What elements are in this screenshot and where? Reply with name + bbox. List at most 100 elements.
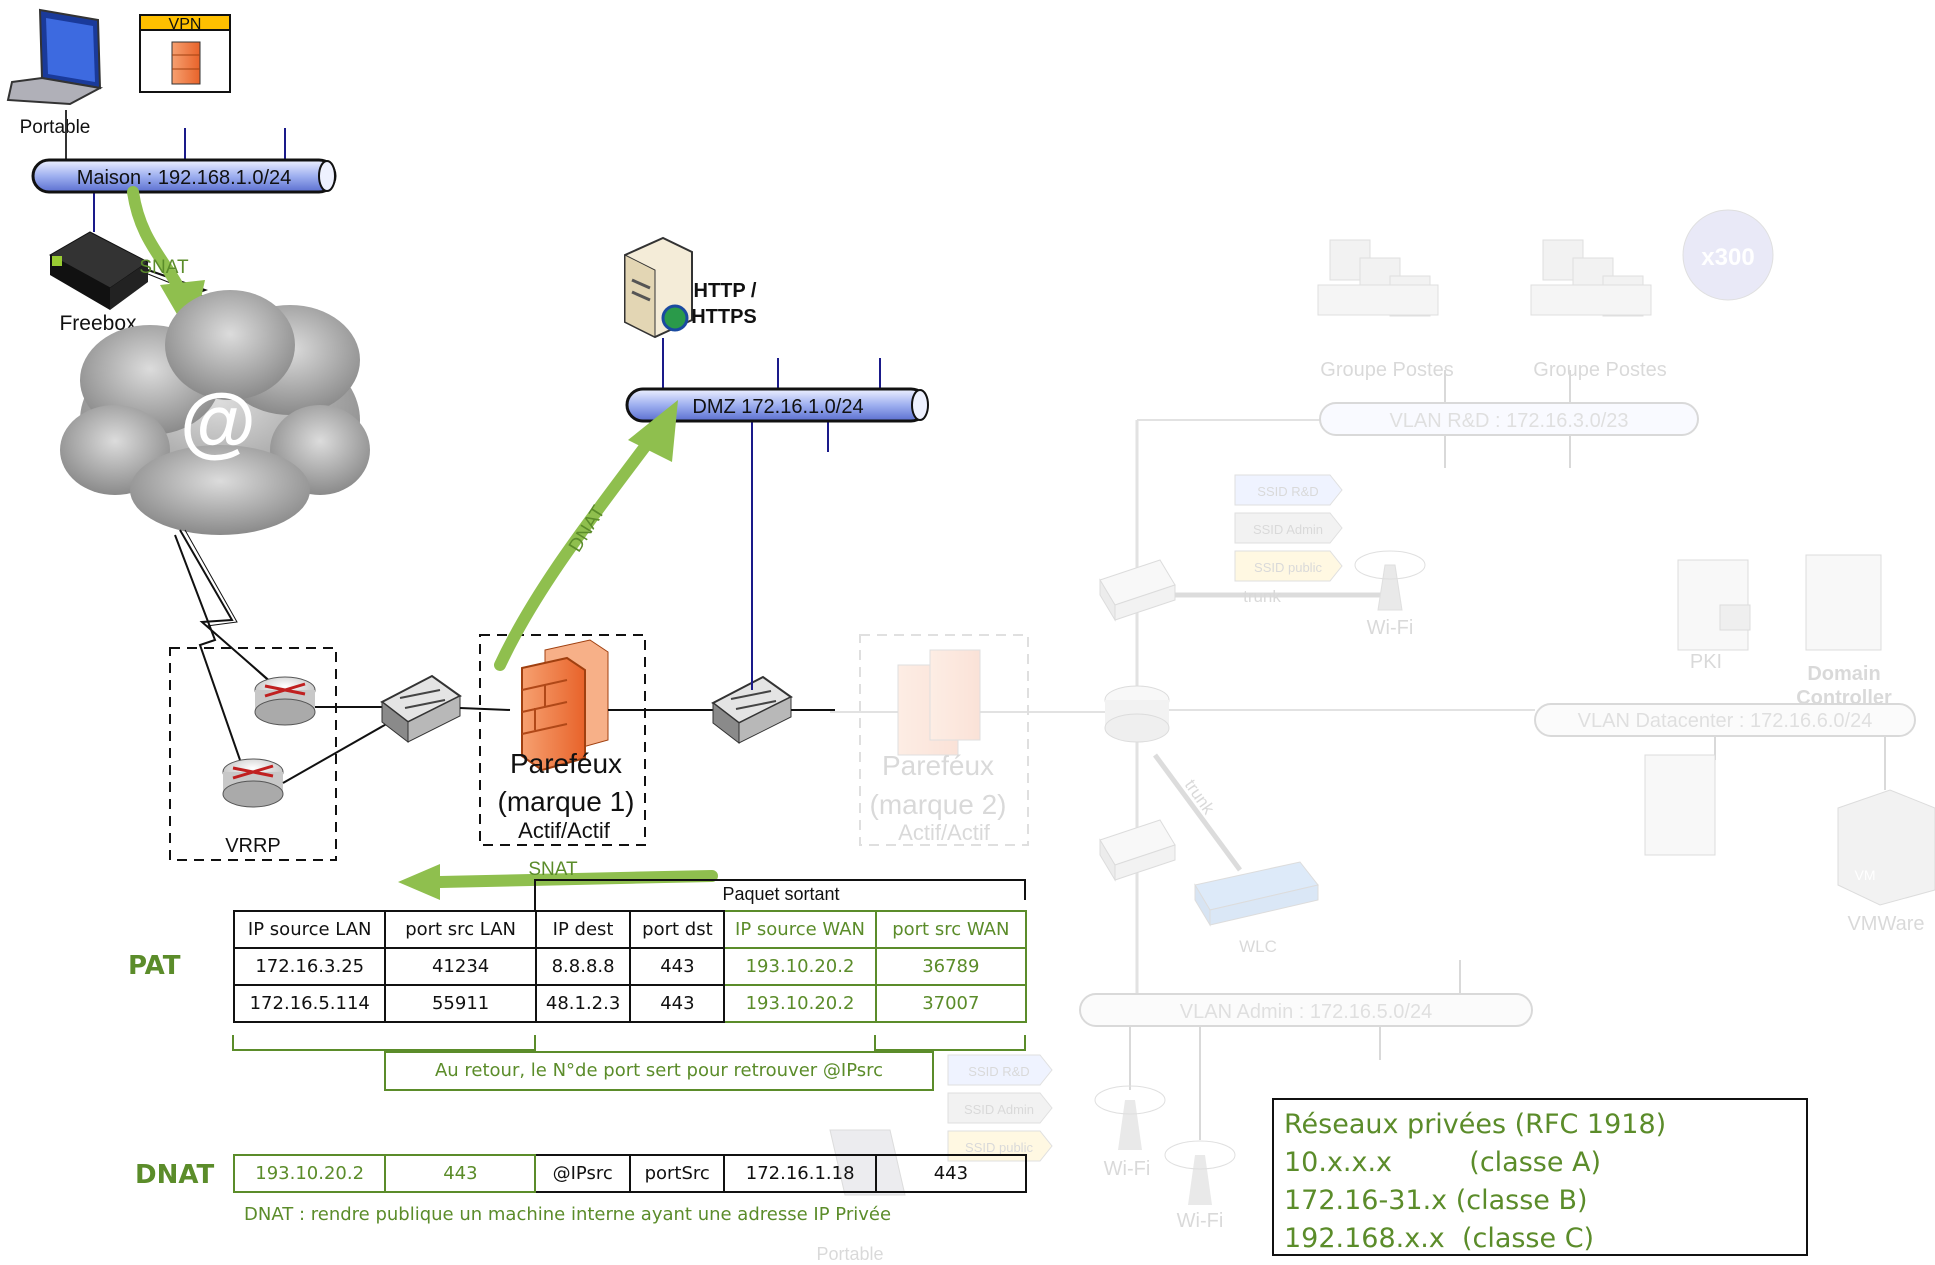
dmz-network-label: DMZ 172.16.1.0/24 — [692, 396, 863, 418]
dnat-cell: 443 — [384, 1154, 537, 1193]
pat-header-cell: port dst — [629, 910, 726, 949]
vm-label: VM — [1855, 867, 1876, 883]
pat-cell: 37007 — [874, 984, 1028, 1023]
pat-cell: 172.16.5.114 — [232, 984, 387, 1023]
pki-label: PKI — [1690, 651, 1722, 673]
datacenter-server-icon — [1644, 754, 1716, 856]
legend-title: Réseaux privées (RFC 1918) — [1284, 1109, 1667, 1140]
return-note: Au retour, le N°de port sert pour retrou… — [434, 1060, 884, 1081]
legend-class-a: 10.x.x.x (classe A) — [1284, 1147, 1602, 1178]
pat-cell: 55911 — [384, 984, 537, 1023]
vlan-admin-label: VLAN Admin : 172.16.5.0/24 — [1180, 1001, 1432, 1023]
dnat-note: DNAT : rendre publique un machine intern… — [244, 1204, 892, 1225]
web-server-icon — [624, 236, 693, 339]
dnat-table: 193.10.20.2 443 @IPsrc portSrc 172.16.1.… — [232, 1154, 1028, 1193]
pat-header-row: IP source LAN port src LAN IP dest port … — [232, 910, 1028, 949]
return-bracket-left — [232, 1035, 536, 1051]
legend-class-b: 172.16-31.x (classe B) — [1284, 1185, 1588, 1216]
wan-link-2 — [174, 534, 241, 761]
freebox-label: Freebox — [59, 312, 137, 335]
pat-header-cell: port src WAN — [874, 910, 1028, 949]
snat-arrow-home — [127, 186, 186, 296]
pat-header-cell: IP source LAN — [232, 910, 387, 949]
group1-label: Groupe Postes — [1320, 359, 1453, 381]
ssid-rd-tag-2: SSID R&D — [968, 1064, 1029, 1079]
portable-bottom-label: Portable — [816, 1244, 883, 1264]
wifi-ap-3-icon — [1164, 1140, 1236, 1205]
pat-cell: 443 — [629, 984, 726, 1023]
outgoing-label: Paquet sortant — [722, 884, 839, 904]
wifi-ap-1-icon — [1354, 550, 1426, 611]
vmware-icon — [1837, 789, 1935, 906]
firewall-2-line1: Pareféux — [882, 750, 994, 781]
wifi-label-3: Wi-Fi — [1177, 1210, 1224, 1232]
vrrp-group — [169, 647, 337, 861]
wifi-ap-2-icon — [1094, 1085, 1166, 1150]
pc-group-2-icon — [1530, 239, 1652, 317]
pki-server-icon — [1677, 559, 1751, 651]
firewall-1-line2: (marque 1) — [498, 786, 635, 817]
campus-switch-1-icon — [1099, 559, 1176, 622]
vlan-rd-pipe — [1319, 402, 1699, 436]
dnat-cell: portSrc — [628, 1154, 726, 1193]
pat-header-cell: IP source WAN — [723, 910, 877, 949]
internet-symbol: @ — [180, 377, 256, 465]
ssid-admin-tag-2: SSID Admin — [964, 1102, 1034, 1117]
laptop-label: Portable — [20, 117, 91, 138]
group2-label: Groupe Postes — [1533, 359, 1666, 381]
freebox-icon — [48, 231, 149, 310]
wifi-label-1: Wi-Fi — [1367, 617, 1414, 639]
dmz-switch-icon — [711, 675, 793, 745]
dnat-cell: 172.16.1.18 — [723, 1154, 877, 1193]
firewall-1-icon — [521, 639, 609, 772]
vlan-admin-pipe — [1079, 993, 1533, 1027]
dnat-cell: 193.10.20.2 — [232, 1154, 387, 1193]
dc-label-2: Controller — [1796, 687, 1892, 709]
vpn-firewall-icon — [171, 41, 201, 85]
legend-class-c: 192.168.x.x (classe C) — [1284, 1223, 1595, 1254]
server-label-1: HTTP / — [694, 280, 757, 302]
snat-home-label: SNAT — [139, 257, 189, 278]
dc-label-1: Domain — [1807, 663, 1880, 685]
wlc-label: WLC — [1239, 937, 1277, 956]
pat-cell: 8.8.8.8 — [534, 947, 632, 986]
router-1-icon — [254, 676, 316, 726]
firewall-2-line3: Actif/Actif — [898, 820, 991, 845]
snat-pat-label: SNAT — [528, 859, 578, 880]
ssid-rd-tag: SSID R&D — [1257, 484, 1318, 499]
router-2-icon — [222, 758, 284, 808]
pat-cell: 172.16.3.25 — [232, 947, 387, 986]
dnat-title: DNAT — [135, 1160, 215, 1190]
vmware-label: VMWare — [1847, 913, 1924, 935]
pat-cell: 41234 — [384, 947, 537, 986]
firewall-1-line1: Pareféux — [510, 748, 622, 779]
dnat-cell: 443 — [874, 1154, 1028, 1193]
dnat-row: 193.10.20.2 443 @IPsrc portSrc 172.16.1.… — [232, 1154, 1028, 1193]
campus-router-icon — [1104, 685, 1170, 743]
ssid-public-tag: SSID public — [1254, 560, 1322, 575]
count-badge: x300 — [1701, 244, 1754, 271]
return-note-box — [384, 1051, 934, 1091]
home-network-label: Maison : 192.168.1.0/24 — [77, 167, 292, 189]
rfc1918-legend: Réseaux privées (RFC 1918) 10.x.x.x (cla… — [1272, 1098, 1808, 1256]
domain-controller-icon — [1805, 554, 1882, 651]
vpn-label: VPN — [169, 16, 202, 33]
pat-header-cell: IP dest — [534, 910, 632, 949]
pat-cell: 443 — [629, 947, 726, 986]
internet-cloud-icon — [60, 290, 370, 535]
pat-cell: 193.10.20.2 — [723, 984, 877, 1023]
campus-switch-2-icon — [1099, 819, 1176, 882]
vlan-rd-label: VLAN R&D : 172.16.3.0/23 — [1389, 410, 1628, 432]
edge-switch-icon — [380, 674, 462, 744]
count-badge-icon — [1682, 209, 1774, 301]
pat-cell: 48.1.2.3 — [534, 984, 632, 1023]
pat-cell: 193.10.20.2 — [723, 947, 877, 986]
vlan-datacenter-label: VLAN Datacenter : 172.16.6.0/24 — [1578, 710, 1873, 732]
vpn-box — [139, 14, 231, 93]
pat-cell: 36789 — [874, 947, 1028, 986]
dmz-network-pipe — [625, 387, 929, 423]
outgoing-bracket — [534, 879, 1026, 910]
pat-row: 172.16.3.25 41234 8.8.8.8 443 193.10.20.… — [232, 947, 1028, 986]
wlc-icon — [1194, 861, 1319, 927]
